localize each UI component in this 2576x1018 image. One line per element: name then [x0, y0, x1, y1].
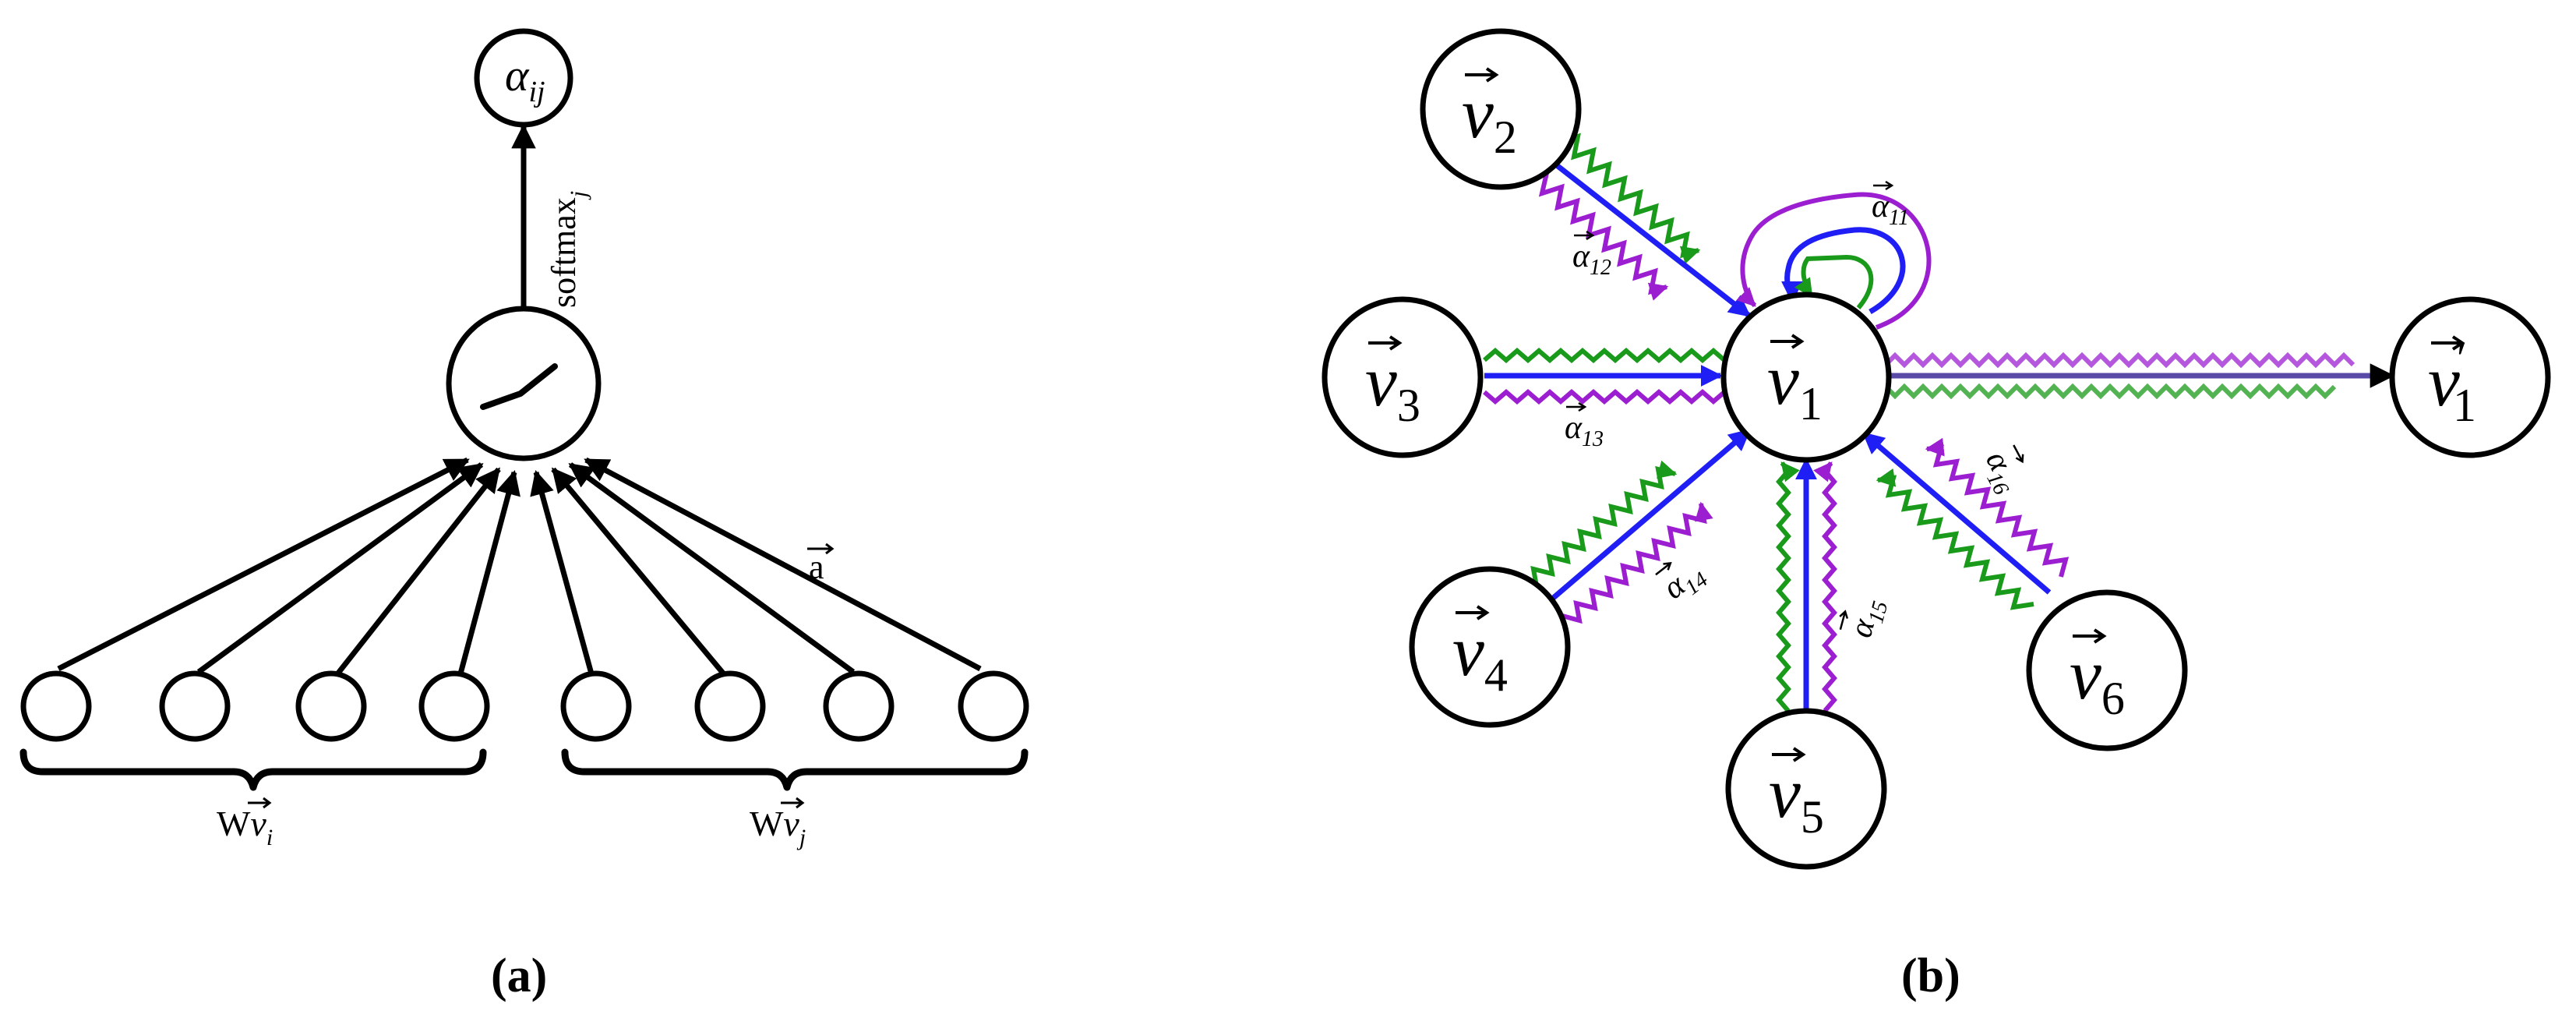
svg-text:v5: v5: [1769, 753, 1824, 843]
node-v1-prime: v′1: [2389, 296, 2551, 458]
panel-a: αij softmaxj a Wvi: [19, 28, 1029, 1002]
output-node: [474, 28, 573, 128]
alpha-label-15: α15: [1839, 594, 1893, 642]
edge-v5-v1: [1776, 458, 1837, 712]
alpha-label-13: α13: [1565, 401, 1604, 451]
weight-label: a: [809, 548, 824, 586]
svg-text:v1: v1: [1767, 340, 1823, 429]
alpha-label-11: α11: [1872, 180, 1909, 230]
svg-text:v2: v2: [1462, 73, 1517, 163]
edge-v6-v1: [1861, 431, 2070, 610]
leaky-relu-icon: [480, 363, 558, 410]
vector-arrow-icon: [248, 797, 272, 809]
panel-b-caption: (b): [1901, 949, 1960, 1002]
input-node: [159, 670, 231, 742]
edge-v1-self-loop: [1736, 192, 1932, 330]
node-v5: v5: [1725, 708, 1887, 870]
alpha-label-14: α14: [1655, 554, 1713, 611]
panel-a-caption: (a): [491, 949, 547, 1002]
input-node: [418, 670, 490, 742]
input-arrows: [57, 457, 982, 677]
brace-left: [19, 748, 487, 791]
svg-text:v4: v4: [1452, 611, 1508, 701]
vector-arrow-icon: [1456, 605, 1490, 620]
vector-arrow-icon: [781, 797, 805, 809]
vector-arrow-icon: [1770, 334, 1805, 349]
node-v3: v3: [1322, 296, 1484, 458]
alpha-label-12: α12: [1572, 230, 1611, 280]
input-node: [694, 670, 766, 742]
input-node: [823, 670, 895, 742]
input-node: [560, 670, 632, 742]
node-v2: v2: [1420, 28, 1582, 190]
input-node: [20, 670, 92, 742]
edge-v2-v1: [1538, 133, 1752, 318]
output-node-label: αij: [505, 50, 545, 108]
input-group-left-label: Wvi: [217, 804, 273, 850]
edge-v1-v1prime: [1883, 352, 2395, 400]
vector-arrow-icon: [2073, 628, 2107, 644]
vector-arrow-icon: [1465, 67, 1499, 83]
vector-arrow-icon: [2431, 335, 2465, 351]
vector-arrow-icon: [1772, 747, 1806, 762]
svg-text:v6: v6: [2070, 634, 2125, 724]
softmax-label: softmaxj: [545, 191, 591, 308]
edge-v4-v1: [1530, 428, 1752, 624]
attention-node: [446, 306, 602, 461]
input-group-right-label: Wvj: [750, 804, 806, 850]
svg-text:α14: α14: [1657, 554, 1713, 611]
svg-text:α13: α13: [1565, 410, 1604, 451]
svg-text:α11: α11: [1872, 189, 1909, 230]
panel-b: α11 α12 α13 α14 α15 α16: [1322, 28, 2551, 1002]
svg-text:α12: α12: [1572, 239, 1611, 280]
input-nodes: [20, 670, 1029, 742]
brace-right: [561, 748, 1029, 791]
node-v1: v1: [1720, 292, 1892, 463]
node-v4: v4: [1409, 566, 1571, 728]
vector-arrow-icon: [1368, 335, 1403, 351]
svg-text:v3: v3: [1365, 341, 1420, 431]
edge-v3-v1: [1483, 341, 1748, 411]
input-node: [295, 670, 367, 742]
svg-text:v′1: v′1: [2428, 333, 2476, 431]
node-v6: v6: [2026, 589, 2188, 751]
input-node: [958, 670, 1029, 742]
svg-text:α15: α15: [1843, 594, 1893, 642]
